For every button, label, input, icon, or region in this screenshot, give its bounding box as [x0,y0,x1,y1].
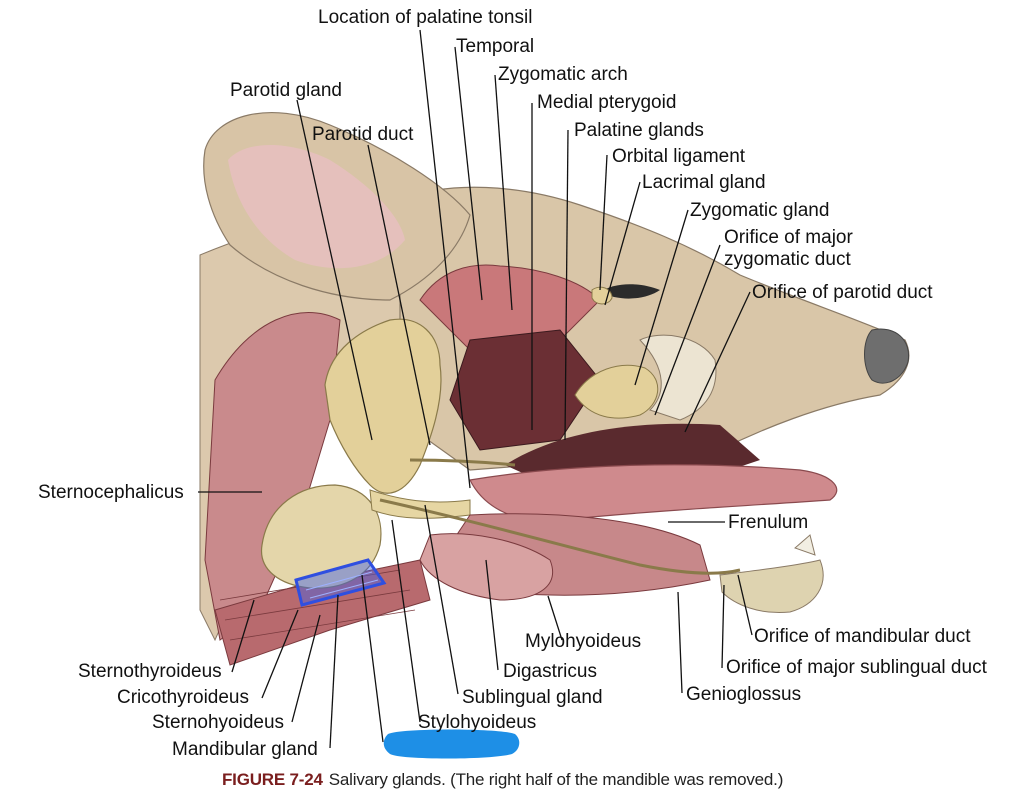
label-parotid-duct: Parotid duct [312,124,414,145]
label-lacrimal-gland: Lacrimal gland [642,172,766,193]
label-digastricus: Digastricus [503,661,597,682]
label-orifice-mandibular: Orifice of mandibular duct [754,626,971,647]
label-zygomatic-arch: Zygomatic arch [498,64,628,85]
pterygoid-muscle [449,329,601,451]
label-zygomatic-gland: Zygomatic gland [690,200,829,221]
label-sternohyoideus: Sternohyoideus [152,712,284,733]
nose [864,328,910,384]
label-parotid-gland: Parotid gland [230,80,342,101]
label-mandibular-gland: Mandibular gland [172,739,318,760]
highlight-box [294,558,387,607]
mandibular-duct [379,498,741,575]
label-orbital-ligament: Orbital ligament [612,146,746,167]
label-orifice-parotid: Orifice of parotid duct [752,282,933,303]
leader-lines [198,29,753,749]
label-temporal: Temporal [456,36,534,57]
parotid-duct [409,458,516,467]
dog-head-drawing [199,112,910,666]
redaction-mark [383,729,520,759]
labels: Location of palatine tonsil Temporal Zyg… [38,7,988,760]
label-cricothyroideus: Cricothyroideus [117,687,249,708]
figure-caption-text: Salivary glands. (The right half of the … [328,770,784,789]
label-stylohyoideus: Stylohyoideus [418,712,536,733]
label-orifice-major-zygomatic-2: zygomatic duct [724,249,851,270]
label-palatine-tonsil: Location of palatine tonsil [318,7,532,28]
mandibular-gland [260,484,382,589]
label-genioglossus: Genioglossus [686,684,801,705]
ear-inner [228,145,405,269]
rostral-mandible [719,559,824,614]
label-palatine-glands: Palatine glands [574,120,704,141]
label-orifice-major-sublingual: Orifice of major sublingual duct [726,657,988,678]
label-sternocephalicus: Sternocephalicus [38,482,184,503]
sublingual-gland [369,489,471,519]
canine-tooth [794,534,816,556]
figure-number: FIGURE 7-24 [222,770,323,789]
label-orifice-major-zygomatic-1: Orifice of major [724,227,853,248]
figure-caption: FIGURE 7-24 Salivary glands. (The right h… [222,770,783,790]
orbit-rim [639,334,717,421]
label-mylohyoideus: Mylohyoideus [525,631,641,652]
label-frenulum: Frenulum [728,512,808,533]
label-medial-pterygoid: Medial pterygoid [537,92,676,113]
eye [600,284,660,299]
parotid-gland [324,318,442,494]
label-sublingual-gland: Sublingual gland [462,687,603,708]
label-sternothyroideus: Sternothyroideus [78,661,222,682]
